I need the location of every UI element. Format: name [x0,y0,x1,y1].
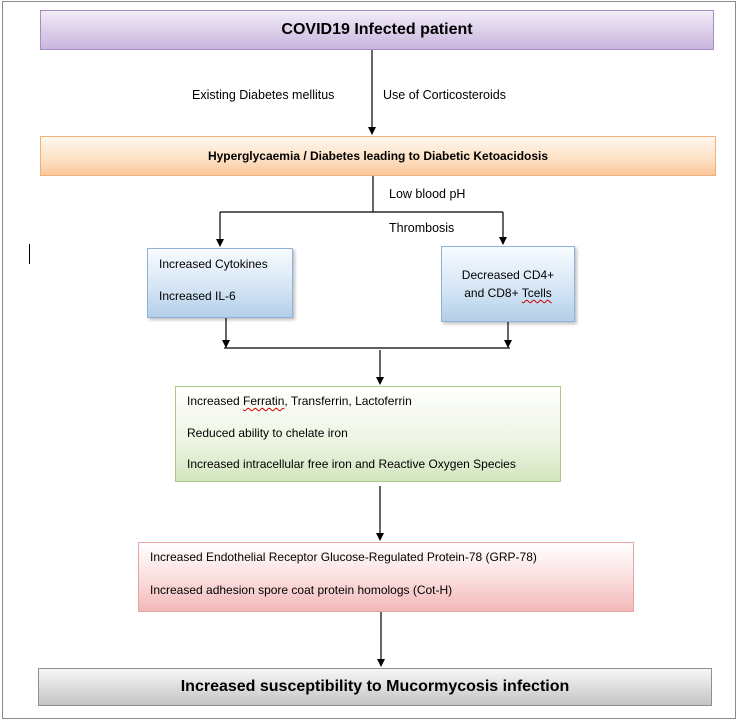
iron-line-2: Reduced ability to chelate iron [187,426,348,440]
text-cursor [29,244,30,264]
hyperglycaemia-node: Hyperglycaemia / Diabetes leading to Dia… [40,136,716,176]
label-corticosteroids: Use of Corticosteroids [383,88,506,102]
iron-line-1-suffix: , Transferrin, Lactoferrin [284,394,412,408]
label-existing-diabetes: Existing Diabetes mellitus [192,88,335,102]
covid-patient-node: COVID19 Infected patient [40,10,714,50]
grp78-node: Increased Endothelial Receptor Glucose-R… [138,542,634,612]
hyperglycaemia-label: Hyperglycaemia / Diabetes leading to Dia… [207,149,549,163]
cytokines-node: Increased Cytokines Increased IL-6 [147,248,293,318]
grp-line-1: Increased Endothelial Receptor Glucose-R… [150,550,537,564]
cytokines-line-2: Increased IL-6 [159,289,236,303]
cd4-cd8-node: Decreased CD4+ and CD8+ Tcells [441,246,575,322]
iron-node: Increased Ferratin, Transferrin, Lactofe… [175,386,561,482]
iron-line-1-word: Ferratin [243,394,285,408]
cytokines-line-1: Increased Cytokines [159,257,268,271]
iron-line-1: Increased Ferratin, Transferrin, Lactofe… [187,394,412,408]
grp-line-2: Increased adhesion spore coat protein ho… [150,583,453,597]
cd4-line-1: Decreased CD4+ [461,268,555,282]
covid-patient-label: COVID19 Infected patient [281,21,473,38]
iron-line-3: Increased intracellular free iron and Re… [187,457,516,471]
mucormycosis-label: Increased susceptibility to Mucormycosis… [180,678,570,695]
label-thrombosis: Thrombosis [389,221,455,235]
label-low-blood-ph: Low blood pH [389,187,466,201]
mucormycosis-node: Increased susceptibility to Mucormycosis… [38,668,712,706]
cd4-line-2-prefix: and CD8+ [464,286,522,300]
iron-line-1-prefix: Increased [187,394,244,408]
cd4-line-2-word: Tcells [521,286,552,300]
